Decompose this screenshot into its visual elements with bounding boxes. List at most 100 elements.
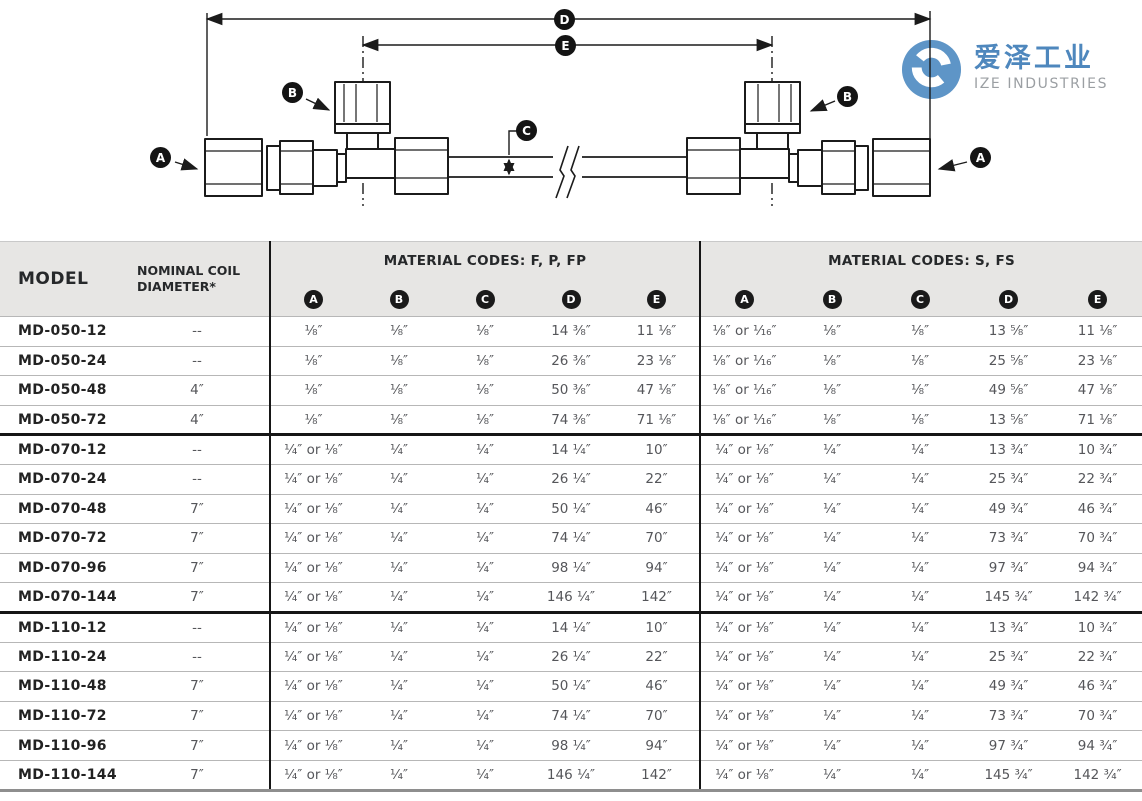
table-row-md-110-24: MD-110-24--¹⁄₄″ or ¹⁄₈″¹⁄₄″¹⁄₄″26 ¹⁄₄″22… — [0, 641, 1142, 672]
sfs-b-cell: ¹⁄₄″ — [788, 463, 877, 495]
fp-b-cell: ¹⁄₄″ — [356, 611, 442, 643]
fp-c-cell: ¹⁄₄″ — [442, 641, 528, 672]
fp-d-cell: 50 ³⁄₈″ — [528, 375, 614, 406]
e-circle-icon: E — [647, 289, 667, 309]
sfs-a-cell: ¹⁄₄″ or ¹⁄₈″ — [699, 611, 789, 643]
sfs-e-cell: 10 ³⁄₄″ — [1053, 434, 1142, 465]
sfs-b-cell: ¹⁄₄″ — [788, 434, 877, 465]
end-fitting-body — [279, 140, 314, 195]
fp-b-cell: ¹⁄₄″ — [356, 434, 442, 465]
fp-b-cell: ¹⁄₄″ — [356, 641, 442, 672]
sfs-d-cell: 73 ³⁄₄″ — [964, 700, 1054, 731]
callout-a-right-arrow — [937, 159, 968, 172]
fp-b-cell: ¹⁄₈″ — [356, 316, 442, 347]
sfs-d-cell: 49 ³⁄₄″ — [964, 671, 1054, 702]
column-header-coil: NOMINAL COIL DIAMETER* — [125, 242, 270, 317]
fp-e-cell: 46″ — [614, 671, 701, 702]
fp-b-cell: ¹⁄₄″ — [356, 523, 442, 554]
fp-c-cell: ¹⁄₄″ — [442, 523, 528, 554]
sfs-b-cell: ¹⁄₄″ — [788, 641, 877, 672]
fp-e-cell: 47 ¹⁄₈″ — [614, 375, 701, 406]
sfs-c-cell: ¹⁄₄″ — [876, 759, 965, 790]
column-header-fp-d: D — [528, 281, 614, 317]
coil-cell: 7″ — [125, 523, 270, 554]
sfs-e-cell: 22 ³⁄₄″ — [1053, 463, 1142, 495]
fp-d-cell: 74 ¹⁄₄″ — [528, 700, 614, 731]
c-circle-icon: C — [910, 289, 930, 309]
callout-badge-a-right: A — [970, 147, 991, 168]
column-header-sfs-e: E — [1053, 281, 1142, 317]
table-row-md-110-12: MD-110-12--¹⁄₄″ or ¹⁄₈″¹⁄₄″¹⁄₄″14 ¹⁄₄″10… — [0, 611, 1142, 643]
coil-cell: 7″ — [125, 730, 270, 761]
callout-badge-b-right: B — [837, 86, 858, 107]
model-cell: MD-050-72 — [0, 404, 125, 435]
sfs-e-cell: 142 ³⁄₄″ — [1053, 582, 1142, 613]
fp-b-cell: ¹⁄₄″ — [356, 700, 442, 731]
table-row-md-070-24: MD-070-24--¹⁄₄″ or ¹⁄₈″¹⁄₄″¹⁄₄″26 ¹⁄₄″22… — [0, 463, 1142, 495]
sfs-a-cell: ¹⁄₈″ or ¹⁄₁₆″ — [699, 404, 789, 435]
column-header-fp-c: C — [442, 281, 528, 317]
sfs-e-cell: 71 ¹⁄₈″ — [1053, 404, 1142, 435]
sfs-d-cell: 13 ⁵⁄₈″ — [964, 316, 1054, 347]
sfs-c-cell: ¹⁄₈″ — [876, 375, 965, 406]
logo-text: 爱泽工业 IZE INDUSTRIES — [974, 38, 1108, 92]
sfs-d-cell: 25 ⁵⁄₈″ — [964, 345, 1054, 376]
callout-badge-a-left: A — [150, 147, 171, 168]
d-circle-icon: D — [561, 289, 581, 309]
model-cell: MD-070-12 — [0, 434, 125, 465]
sfs-a-cell: ¹⁄₄″ or ¹⁄₈″ — [699, 552, 789, 583]
coil-cell: 4″ — [125, 404, 270, 435]
fp-d-cell: 14 ¹⁄₄″ — [528, 434, 614, 465]
column-header-sfs-d: D — [964, 281, 1053, 317]
table-section-3: MD-110-12--¹⁄₄″ or ¹⁄₈″¹⁄₄″¹⁄₄″14 ¹⁄₄″10… — [0, 611, 1142, 790]
fp-c-cell: ¹⁄₈″ — [442, 316, 528, 347]
sfs-d-cell: 13 ³⁄₄″ — [964, 611, 1054, 643]
right-fitting-assembly — [581, 81, 931, 197]
sfs-b-cell: ¹⁄₄″ — [788, 552, 877, 583]
sfs-d-cell: 97 ³⁄₄″ — [964, 552, 1054, 583]
coil-cell: -- — [125, 316, 270, 347]
sfs-d-cell: 145 ³⁄₄″ — [964, 582, 1054, 613]
column-header-sfs-b: B — [788, 281, 876, 317]
group-header-fp: MATERIAL CODES: F, P, FP — [268, 241, 701, 281]
logo-brand-english: IZE INDUSTRIES — [974, 75, 1109, 92]
fp-d-cell: 98 ¹⁄₄″ — [528, 552, 614, 583]
fp-e-cell: 22″ — [614, 463, 701, 495]
sfs-c-cell: ¹⁄₈″ — [876, 345, 965, 376]
model-cell: MD-110-48 — [0, 671, 125, 702]
fp-e-cell: 142″ — [614, 582, 701, 613]
fp-c-cell: ¹⁄₄″ — [442, 463, 528, 495]
sfs-a-cell: ¹⁄₄″ or ¹⁄₈″ — [699, 493, 789, 524]
sfs-b-cell: ¹⁄₄″ — [788, 700, 877, 731]
tube-break-icon — [555, 145, 580, 199]
sfs-e-cell: 142 ³⁄₄″ — [1053, 759, 1142, 790]
sfs-c-cell: ¹⁄₄″ — [876, 463, 965, 495]
fp-c-cell: ¹⁄₄″ — [442, 434, 528, 465]
sfs-e-cell: 11 ¹⁄₈″ — [1053, 316, 1142, 347]
sfs-a-cell: ¹⁄₈″ or ¹⁄₁₆″ — [699, 375, 789, 406]
sfs-c-cell: ¹⁄₄″ — [876, 434, 965, 465]
logo-mark-icon — [901, 39, 962, 100]
sfs-a-cell: ¹⁄₄″ or ¹⁄₈″ — [699, 582, 789, 613]
d-circle-icon: D — [999, 289, 1019, 309]
end-fitting-nut — [204, 138, 263, 197]
sfs-e-cell: 46 ³⁄₄″ — [1053, 493, 1142, 524]
fp-a-cell: ¹⁄₄″ or ¹⁄₈″ — [269, 493, 356, 524]
coil-cell: -- — [125, 434, 270, 465]
model-cell: MD-110-72 — [0, 700, 125, 731]
fp-a-cell: ¹⁄₈″ — [269, 345, 356, 376]
fp-d-cell: 50 ¹⁄₄″ — [528, 671, 614, 702]
sfs-b-cell: ¹⁄₄″ — [788, 611, 877, 643]
tee-nut-flange — [334, 123, 391, 134]
fp-d-cell: 26 ¹⁄₄″ — [528, 641, 614, 672]
sfs-b-cell: ¹⁄₄″ — [788, 759, 877, 790]
sfs-c-cell: ¹⁄₄″ — [876, 493, 965, 524]
model-cell: MD-110-24 — [0, 641, 125, 672]
fp-d-cell: 146 ¹⁄₄″ — [528, 759, 614, 790]
coil-cell: -- — [125, 641, 270, 672]
fp-d-cell: 74 ¹⁄₄″ — [528, 523, 614, 554]
fp-e-cell: 70″ — [614, 523, 701, 554]
coil-cell: 4″ — [125, 375, 270, 406]
